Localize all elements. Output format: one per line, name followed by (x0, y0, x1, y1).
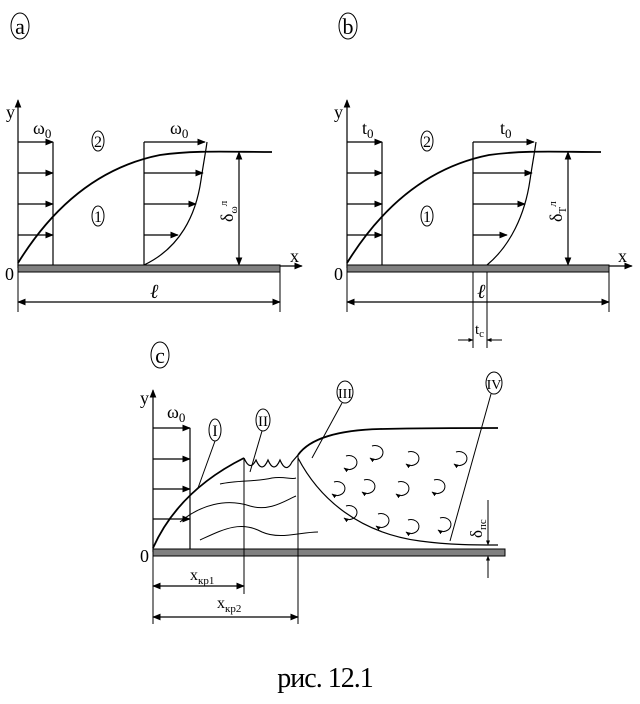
panel-a-label-circle (10, 12, 30, 40)
panel-c-zone-2: II (258, 414, 268, 430)
panel-c-viscous-sublayer-edge (297, 457, 499, 546)
panel-c-y-label: y (140, 388, 149, 408)
panel-b: b y 0 x t0 t0 2 1 δTл ℓ (334, 12, 633, 348)
panel-a-region-2-circle (91, 130, 105, 152)
panel-b-t0-right: t0 (500, 118, 512, 141)
panel-c-plate (152, 548, 506, 557)
panel-a-plate (17, 264, 281, 273)
panel-b-length-label: ℓ (477, 281, 486, 303)
panel-a-letter: a (15, 14, 25, 39)
panel-b-letter: b (343, 14, 354, 39)
panel-c-delta-label: δпс (467, 519, 489, 538)
panel-c-omega: ω0 (167, 402, 185, 425)
eddy (375, 513, 390, 531)
panel-b-region-1: 1 (423, 209, 431, 226)
panel-c-zone-4-circle (485, 371, 503, 395)
panel-b-x-label: x (618, 246, 627, 266)
panel-a-x-label: x (290, 246, 299, 266)
figure-caption: рис. 12.1 (277, 663, 372, 694)
panel-b-y-label: y (334, 102, 343, 122)
panel-c-zone-3: III (338, 387, 352, 402)
panel-c-letter: c (155, 343, 165, 368)
eddy (437, 517, 452, 535)
panel-a: a y 0 x ω0 ω0 2 1 δωл (5, 12, 303, 312)
eddy (431, 479, 446, 497)
eddy (343, 505, 358, 523)
eddy (395, 481, 410, 499)
panel-b-thermal-layer-edge (346, 150, 602, 264)
panel-c-zone-4-leader (449, 393, 492, 542)
panel-b-label-circle (338, 12, 358, 40)
eddy (405, 451, 420, 469)
panel-a-region-1-circle (91, 205, 105, 227)
panel-b-region-2-circle (420, 130, 434, 152)
panel-a-delta-label: δωл (217, 200, 240, 222)
panel-b-region-2: 2 (423, 134, 431, 151)
panel-c-zone-2-leader (249, 430, 263, 473)
panel-a-boundary-layer-edge (17, 150, 273, 264)
panel-b-temperature-profile (486, 141, 537, 266)
panel-c: c y 0 ω0 (140, 341, 506, 624)
eddy (405, 519, 420, 537)
panel-a-omega-left: ω0 (33, 118, 51, 141)
panel-b-plate (346, 264, 610, 273)
panel-c-xkr2-label: xкр2 (217, 595, 241, 615)
panel-c-turbulent-layer-edge (297, 427, 499, 456)
panel-c-zone-1: I (212, 423, 217, 440)
panel-a-region-2: 2 (94, 134, 102, 151)
panel-c-eddies (331, 445, 468, 537)
panel-b-delta-label: δTл (546, 201, 569, 222)
eddy (361, 479, 376, 497)
panel-a-velocity-profile (143, 141, 208, 266)
panel-b-region-1-circle (420, 205, 434, 227)
panel-c-origin: 0 (140, 546, 149, 566)
panel-c-zone-3-leader (311, 402, 343, 459)
eddy (331, 481, 346, 499)
eddy (453, 451, 468, 469)
panel-a-length-label: ℓ (150, 281, 159, 303)
panel-c-xkr1-label: xкр1 (190, 567, 214, 587)
panel-a-origin: 0 (5, 264, 14, 284)
panel-a-region-1: 1 (94, 209, 102, 226)
panel-b-t0-left: t0 (362, 118, 374, 141)
panel-b-origin: 0 (334, 264, 343, 284)
panel-a-omega-right: ω0 (170, 118, 188, 141)
panel-c-zone-2-circle (255, 408, 271, 432)
panel-c-transition-wave (243, 454, 299, 469)
panel-c-streamline (199, 526, 319, 541)
panel-c-zone-4: IV (487, 378, 502, 393)
panel-c-label-circle (150, 341, 170, 369)
panel-c-zone-3-circle (336, 380, 354, 404)
panel-c-streamline (179, 495, 297, 523)
panel-a-y-label: y (6, 102, 15, 122)
panel-c-laminar-layer-edge (152, 457, 245, 549)
panel-c-streamline (219, 476, 297, 485)
eddy (343, 455, 358, 473)
panel-b-tc-label: tc (475, 322, 484, 340)
panel-c-zone-1-leader (197, 440, 216, 489)
eddy (369, 445, 384, 463)
